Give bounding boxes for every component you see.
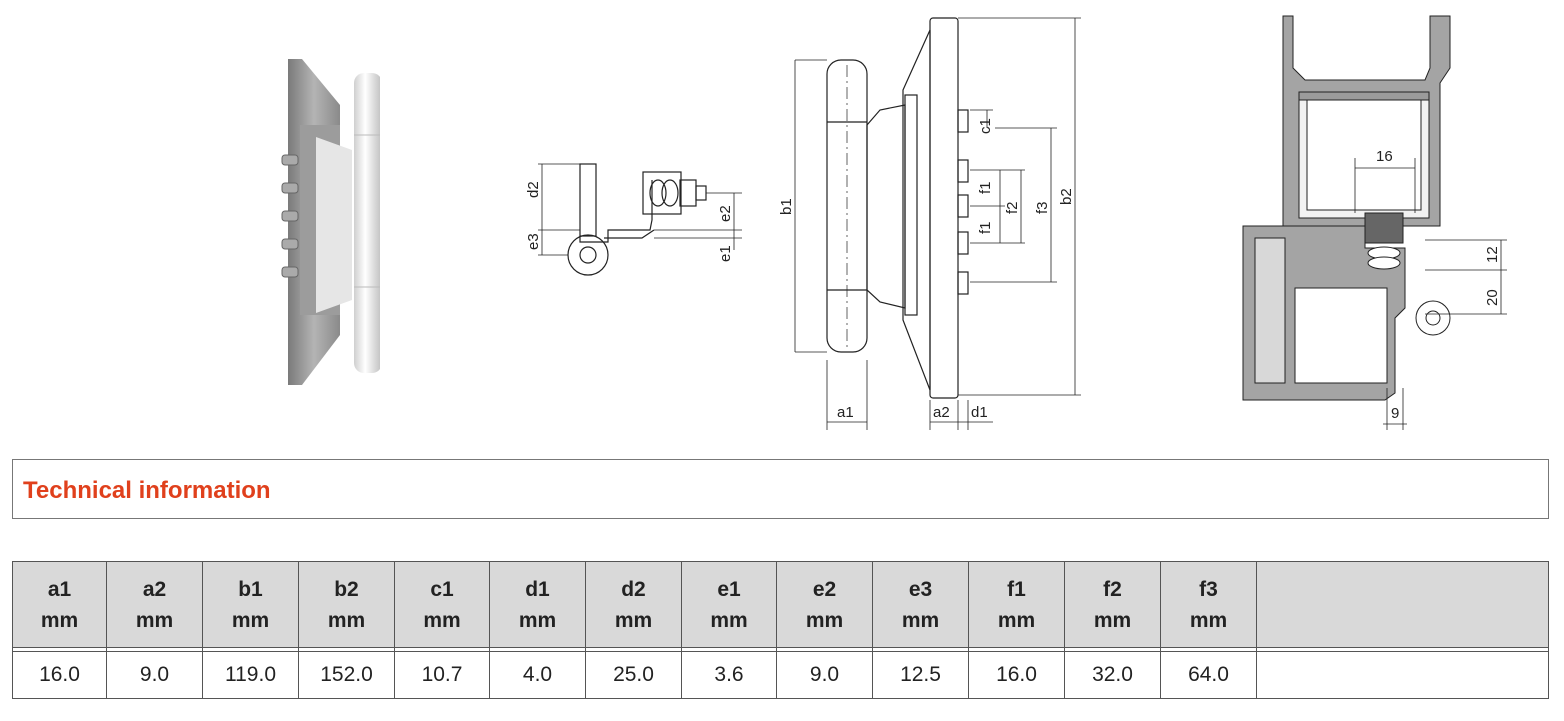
value-cell: 9.0 xyxy=(106,651,203,699)
hinge-photo xyxy=(281,59,380,385)
label-d1: d1 xyxy=(971,404,988,421)
value-cell: 16.0 xyxy=(12,651,107,699)
front-view-drawing: b1 b2 c1 f1 f1 f2 f3 a1 a2 d1 xyxy=(778,17,1081,430)
side-view-drawing: d2 e3 e2 e1 xyxy=(525,163,742,276)
label-20: 20 xyxy=(1484,289,1501,306)
label-f1-lower: f1 xyxy=(977,221,994,234)
value-cell: 12.5 xyxy=(872,651,969,699)
label-a2: a2 xyxy=(933,404,950,421)
profile-section-drawing: 16 12 20 9 xyxy=(1242,15,1507,430)
label-c1: c1 xyxy=(977,118,994,134)
value-cell xyxy=(1256,651,1549,699)
value-cell: 119.0 xyxy=(202,651,299,699)
value-cell: 3.6 xyxy=(681,651,777,699)
label-e1: e1 xyxy=(717,245,734,262)
table-row: 16.0 9.0 119.0 152.0 10.7 4.0 25.0 3.6 9… xyxy=(12,651,1549,699)
value-cell: 152.0 xyxy=(298,651,395,699)
label-9: 9 xyxy=(1391,405,1399,422)
header-cell xyxy=(1256,561,1549,648)
value-cell: 16.0 xyxy=(968,651,1065,699)
value-cell: 4.0 xyxy=(489,651,586,699)
label-a1: a1 xyxy=(837,404,854,421)
table-separator xyxy=(12,647,1549,652)
label-12: 12 xyxy=(1484,246,1501,263)
value-cell: 25.0 xyxy=(585,651,682,699)
label-f2: f2 xyxy=(1004,201,1021,214)
label-e2: e2 xyxy=(717,205,734,222)
value-cell: 10.7 xyxy=(394,651,490,699)
label-e3: e3 xyxy=(525,233,542,250)
value-cell: 32.0 xyxy=(1064,651,1161,699)
product-figures: d2 e3 e2 e1 xyxy=(281,15,1507,430)
value-cell: 64.0 xyxy=(1160,651,1257,699)
label-b2: b2 xyxy=(1058,188,1075,205)
section-title: Technical information xyxy=(23,477,271,504)
label-d2: d2 xyxy=(525,181,542,198)
label-16: 16 xyxy=(1376,148,1393,165)
label-b1: b1 xyxy=(778,198,795,215)
label-f1-upper: f1 xyxy=(977,181,994,194)
technical-information-header: Technical information xyxy=(12,459,1549,519)
value-cell: 9.0 xyxy=(776,651,873,699)
label-f3: f3 xyxy=(1034,201,1051,214)
